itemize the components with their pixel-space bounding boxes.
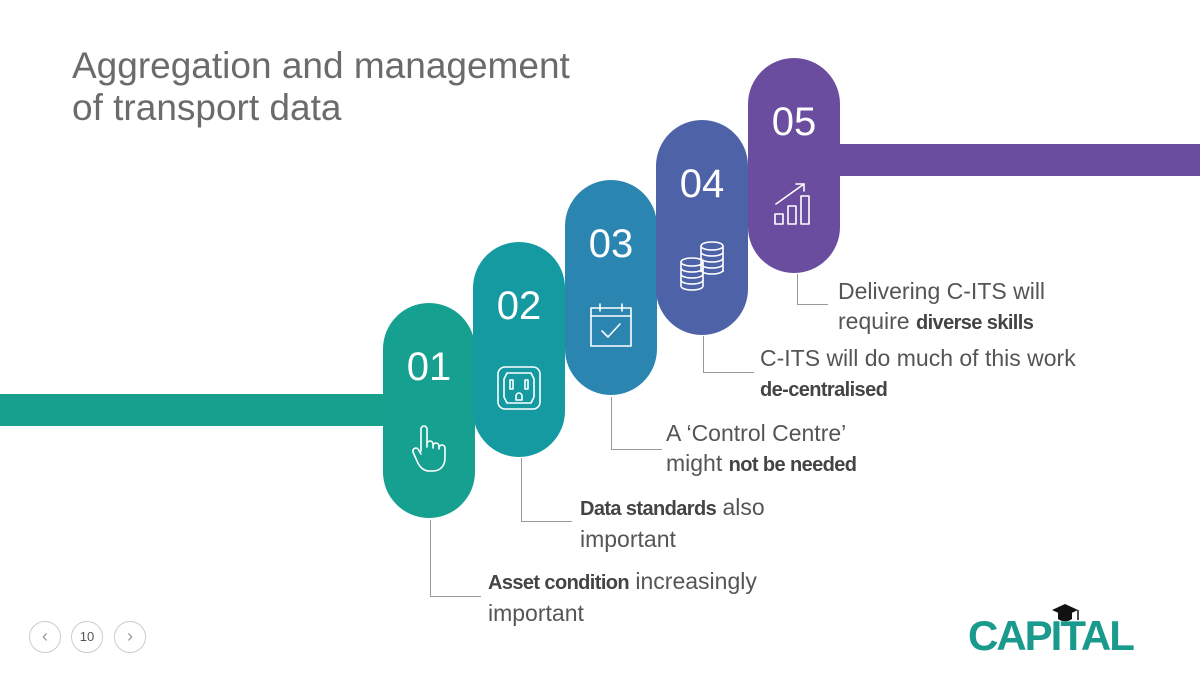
step-caption-01: Asset condition increasingly important [488, 566, 757, 628]
caption-emphasis: Data standards [580, 498, 717, 520]
growth-chart-icon [770, 178, 818, 230]
step-caption-03: A ‘Control Centre’ might not be needed [666, 418, 857, 480]
calendar-check-icon [587, 300, 635, 352]
step-number: 05 [771, 100, 817, 144]
logo-text: CAPITAL [968, 612, 1134, 654]
connector-05 [797, 274, 828, 305]
step-pill-05: 05 [748, 58, 840, 273]
timeline-band-left [0, 394, 420, 426]
step-number: 03 [588, 222, 634, 266]
step-pill-03: 03 [565, 180, 657, 395]
caption-emphasis: Asset condition [488, 572, 630, 594]
step-number: 02 [496, 284, 542, 328]
caption-text: also [716, 494, 765, 520]
step-pill-02: 02 [473, 242, 565, 457]
step-caption-04: C-ITS will do much of this work de-centr… [760, 343, 1076, 405]
title-line-2: of transport data [72, 87, 342, 128]
title-line-1: Aggregation and management [72, 45, 570, 86]
caption-text: Delivering C-ITS will [838, 278, 1046, 304]
timeline-band-right [790, 144, 1200, 176]
chevron-left-icon: ‹ [42, 626, 48, 646]
caption-text: important [488, 600, 584, 626]
caption-text: important [580, 526, 676, 552]
page-title: Aggregation and management of transport … [72, 45, 672, 129]
caption-text: C-ITS will do much of this work [760, 345, 1076, 371]
caption-emphasis: diverse skills [915, 312, 1034, 334]
step-pill-04: 04 [656, 120, 748, 335]
step-number: 01 [406, 345, 452, 389]
caption-text: require [838, 308, 916, 334]
page-number-indicator[interactable]: 10 [71, 621, 103, 653]
caption-emphasis: not be needed [728, 454, 857, 476]
caption-emphasis: de-centralised [760, 379, 888, 401]
capital-logo: CAPITAL [966, 602, 1158, 654]
caption-text: might [666, 450, 729, 476]
step-pill-01: 01 [383, 303, 475, 518]
connector-01 [430, 520, 481, 597]
power-outlet-icon [495, 362, 543, 414]
connector-02 [521, 458, 572, 522]
step-caption-05: Delivering C-ITS will require diverse sk… [838, 276, 1045, 338]
graduation-cap-icon [1052, 604, 1079, 622]
next-slide-button[interactable]: › [114, 621, 146, 653]
caption-text: A ‘Control Centre’ [666, 420, 847, 446]
step-caption-02: Data standards also important [580, 492, 765, 554]
previous-slide-button[interactable]: ‹ [29, 621, 61, 653]
connector-03 [611, 397, 662, 450]
caption-text: increasingly [629, 568, 757, 594]
connector-04 [703, 336, 754, 373]
chevron-right-icon: › [127, 626, 133, 646]
pointing-hand-icon [405, 423, 453, 475]
step-number: 04 [679, 162, 725, 206]
coin-stack-icon [678, 240, 726, 292]
